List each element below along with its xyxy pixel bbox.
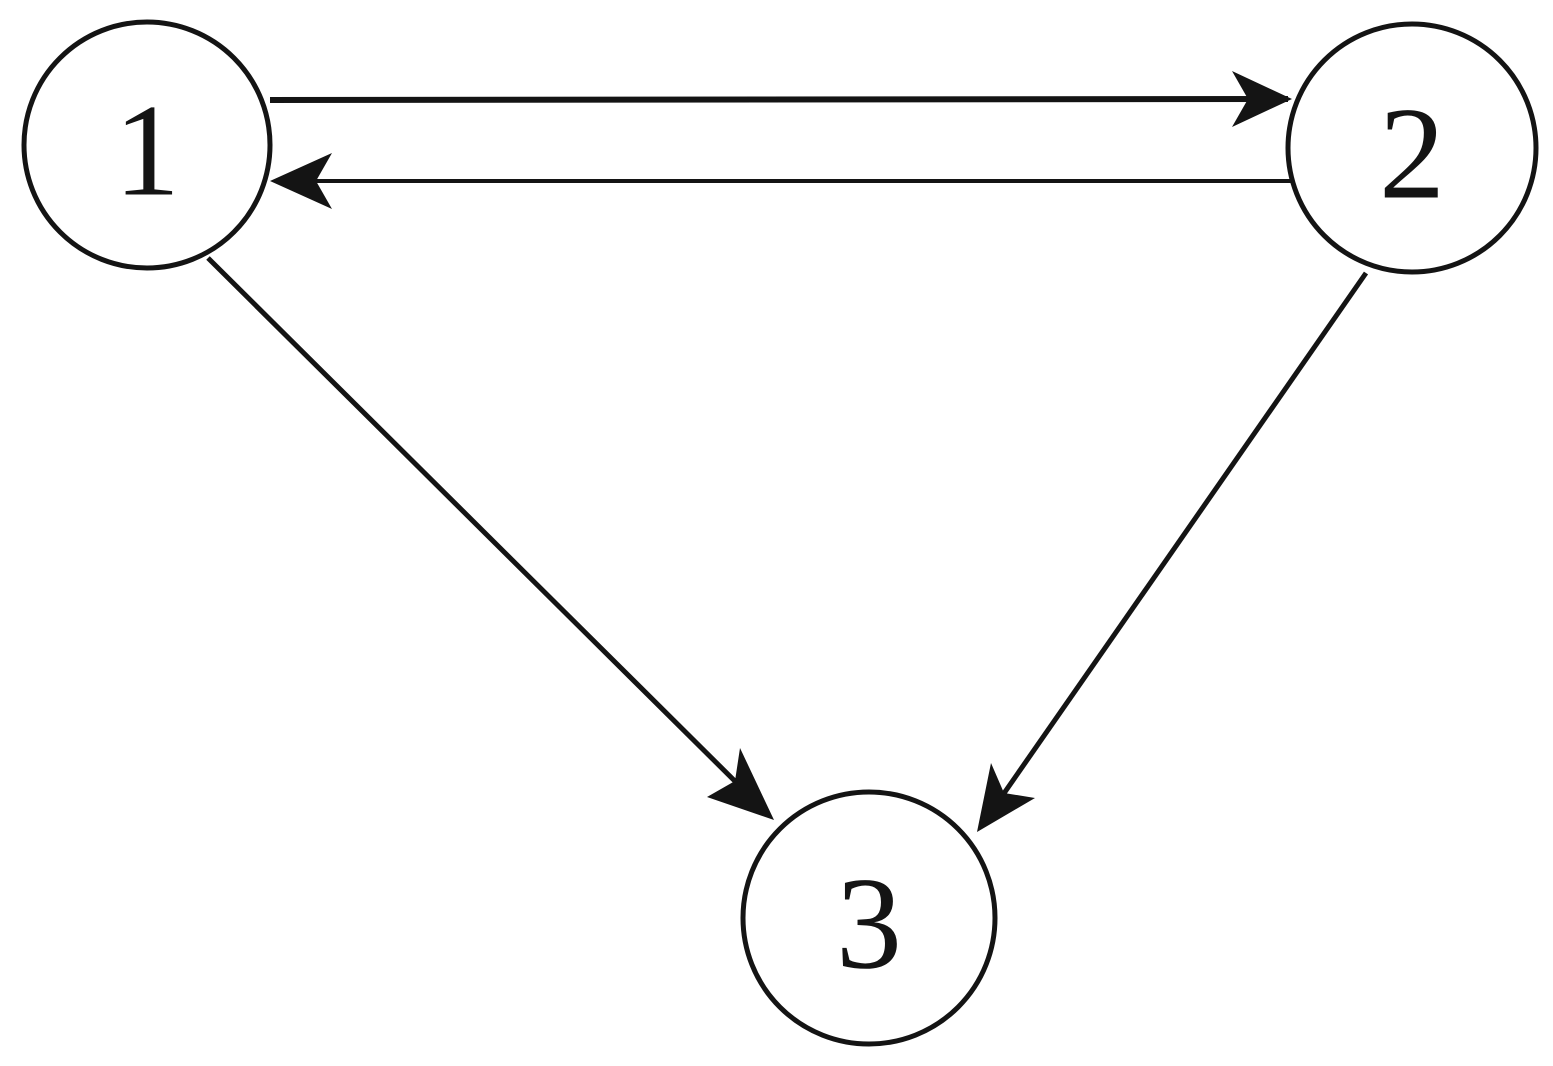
edge-1-to-2-arrowhead-icon [1232,71,1292,127]
edge-2-to-1-arrowhead-icon [270,153,332,209]
node-1[interactable]: 1 [21,19,273,271]
edge-1-to-2[interactable] [269,71,1292,127]
node-1-label: 1 [114,77,180,224]
node-3-label: 3 [836,850,902,997]
node-3[interactable]: 3 [740,789,998,1047]
node-2-circle [1285,21,1539,275]
edge-1-to-3-arrowhead-icon [707,748,774,820]
edge-2-to-3-arrowhead-icon [977,763,1035,832]
edge-2-to-3[interactable] [977,271,1369,832]
edge-1-to-3[interactable] [206,256,774,820]
node-2-label: 2 [1379,80,1445,227]
edge-2-to-1[interactable] [270,153,1292,209]
node-1-circle [21,19,273,271]
edge-1-to-2-line [269,96,1289,103]
node-3-circle [740,789,998,1047]
node-2[interactable]: 2 [1285,21,1539,275]
edge-1-to-3-line [206,256,768,814]
edge-2-to-3-line [981,271,1369,824]
